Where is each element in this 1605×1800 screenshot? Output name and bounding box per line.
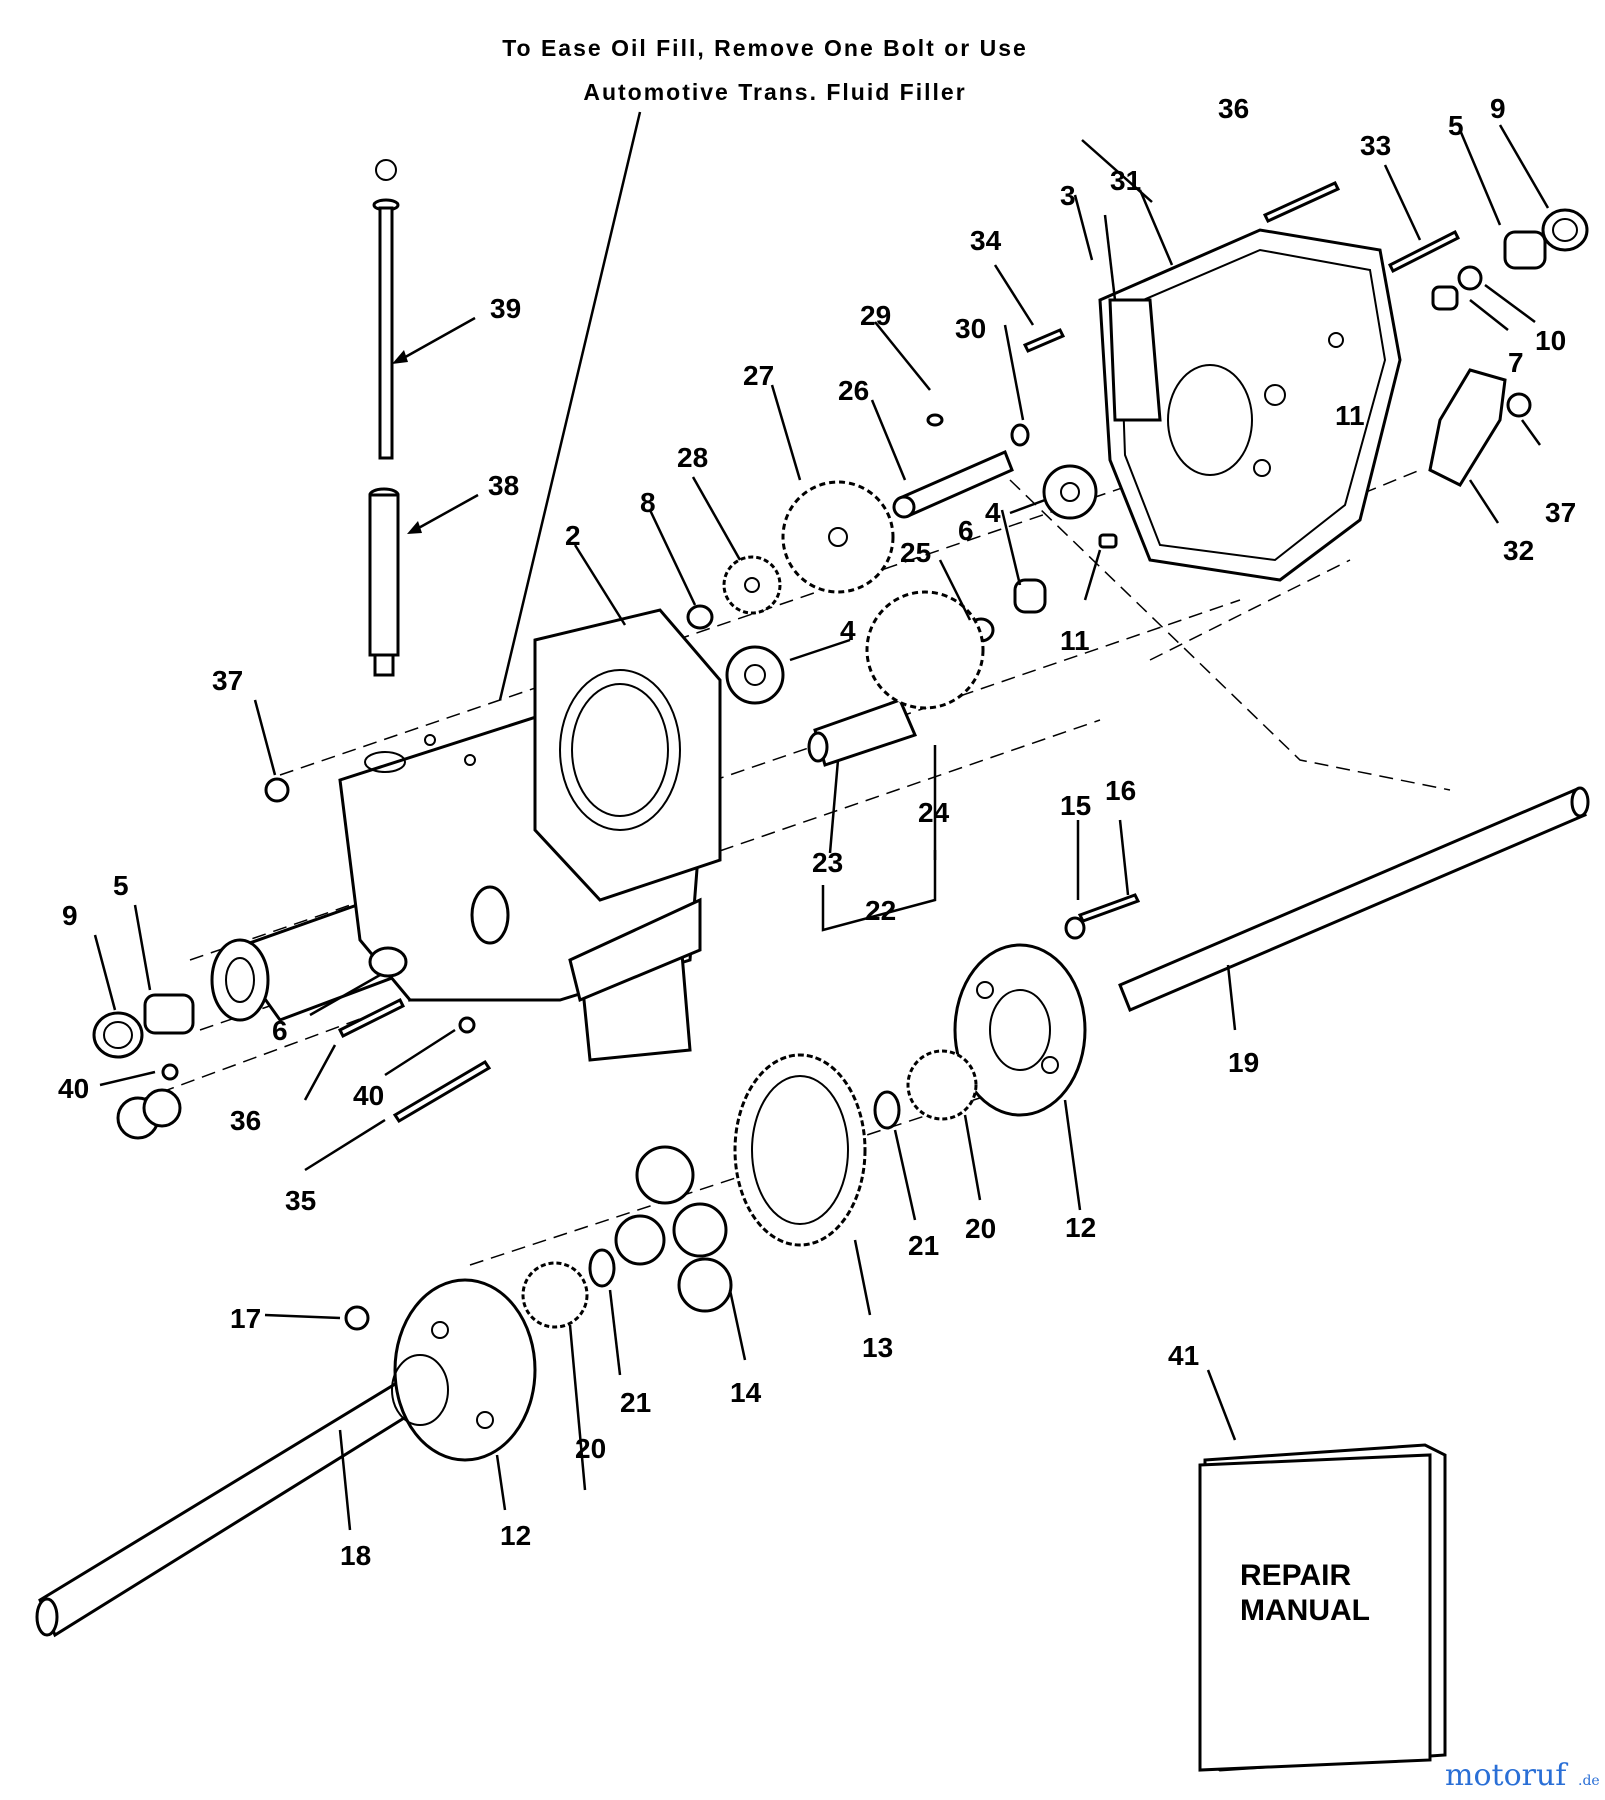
oil-fill-note: To Ease Oil Fill, Remove One Bolt or Use… xyxy=(498,35,1028,701)
callout-21-right: 21 xyxy=(908,1230,939,1261)
callout-38: 38 xyxy=(488,470,519,501)
cover-plate xyxy=(1098,228,1402,582)
callout-23: 23 xyxy=(812,847,843,878)
gear-28 xyxy=(722,555,782,615)
carrier-12-left xyxy=(391,1278,537,1462)
washer-21-left xyxy=(588,1248,616,1288)
note-leader xyxy=(498,111,642,701)
small-gear-cluster xyxy=(116,1088,182,1140)
callout-34: 34 xyxy=(970,225,1002,256)
callout-41: 41 xyxy=(1168,1340,1199,1371)
callout-37-right: 37 xyxy=(1545,497,1576,528)
side-gear-20-right xyxy=(906,1049,978,1121)
ring-gear-13 xyxy=(733,1053,867,1247)
pin-11 xyxy=(1098,533,1118,549)
bearing-4-left xyxy=(725,645,785,705)
callout-20-left: 20 xyxy=(575,1433,606,1464)
callout-40-right: 40 xyxy=(353,1080,384,1111)
watermark: motoruf .de xyxy=(1445,1758,1600,1793)
callout-26: 26 xyxy=(838,375,869,406)
bushing-6 xyxy=(1013,578,1047,614)
axle-19 xyxy=(1118,786,1590,1012)
callout-33: 33 xyxy=(1360,130,1391,161)
watermark-name: motoruf xyxy=(1445,1758,1568,1793)
callout-35: 35 xyxy=(285,1185,316,1216)
dipstick xyxy=(372,159,400,460)
callout-18: 18 xyxy=(340,1540,371,1571)
callout-37-left: 37 xyxy=(212,665,243,696)
callout-labels: 39 38 2 36 34 3 31 33 5 9 10 7 11 37 32 … xyxy=(58,93,1576,1571)
gear-shaft-assembly xyxy=(807,590,985,767)
shaft-26 xyxy=(892,413,1014,519)
carrier-12-right xyxy=(953,943,1087,1117)
callout-15: 15 xyxy=(1060,790,1091,821)
left-bearing-set xyxy=(92,946,476,1140)
callout-22: 22 xyxy=(865,895,896,926)
bolts xyxy=(337,181,1461,1124)
note-line-2: Automotive Trans. Fluid Filler xyxy=(583,79,966,105)
callout-4-right: 4 xyxy=(985,497,1001,528)
axle-18 xyxy=(35,1372,427,1638)
callout-13: 13 xyxy=(862,1332,893,1363)
callout-27: 27 xyxy=(743,360,774,391)
callout-2: 2 xyxy=(565,520,581,551)
callout-6-right: 6 xyxy=(958,515,974,546)
manual-title-line-1: REPAIR xyxy=(1240,1559,1351,1592)
right-bearing-stack xyxy=(1431,208,1589,311)
fill-tube xyxy=(368,487,400,677)
watermark-suffix: .de xyxy=(1578,1773,1600,1789)
callout-31: 31 xyxy=(1110,165,1141,196)
callout-12-right: 12 xyxy=(1065,1212,1096,1243)
manual-title-line-2: MANUAL xyxy=(1240,1594,1370,1627)
transaxle-housing xyxy=(210,608,722,1062)
callout-29: 29 xyxy=(860,300,891,331)
callout-5-left: 5 xyxy=(113,870,129,901)
callout-14: 14 xyxy=(730,1377,762,1408)
callout-10: 10 xyxy=(1535,325,1566,356)
callout-12-left: 12 xyxy=(500,1520,531,1551)
callout-19: 19 xyxy=(1228,1047,1259,1078)
callout-20-right: 20 xyxy=(965,1213,996,1244)
callout-16: 16 xyxy=(1105,775,1136,806)
planet-pinions-14 xyxy=(614,1145,733,1313)
callout-9-right: 9 xyxy=(1490,93,1506,124)
callout-30: 30 xyxy=(955,313,986,344)
callout-9-left: 9 xyxy=(62,900,78,931)
callout-11-bottom: 11 xyxy=(1060,625,1090,656)
callout-25: 25 xyxy=(900,537,931,568)
callout-6-left: 6 xyxy=(272,1015,288,1046)
callout-8: 8 xyxy=(640,487,656,518)
bushing-8 xyxy=(686,604,714,630)
callout-39: 39 xyxy=(490,293,521,324)
washer-21-right xyxy=(873,1090,901,1130)
repair-manual: REPAIR MANUAL xyxy=(1198,1443,1447,1772)
side-gear-20-left xyxy=(521,1261,589,1329)
callout-5-right: 5 xyxy=(1448,110,1464,141)
note-line-1: To Ease Oil Fill, Remove One Bolt or Use xyxy=(502,35,1028,61)
callout-40-left: 40 xyxy=(58,1073,89,1104)
callout-21-left: 21 xyxy=(620,1387,651,1418)
bracket xyxy=(1428,368,1507,487)
callout-leaders xyxy=(93,124,1550,1531)
callout-28: 28 xyxy=(677,442,708,473)
callout-4-left: 4 xyxy=(840,615,856,646)
callout-36-top: 36 xyxy=(1218,93,1249,124)
callout-17: 17 xyxy=(230,1303,261,1334)
gear-27 xyxy=(781,480,895,594)
callout-24: 24 xyxy=(918,797,950,828)
callout-36-bottom: 36 xyxy=(230,1105,261,1136)
callout-11-top: 11 xyxy=(1335,400,1365,431)
callout-3: 3 xyxy=(1060,180,1076,211)
bearing-4-right xyxy=(1042,464,1098,520)
callout-7: 7 xyxy=(1508,347,1524,378)
callout-32: 32 xyxy=(1503,535,1534,566)
